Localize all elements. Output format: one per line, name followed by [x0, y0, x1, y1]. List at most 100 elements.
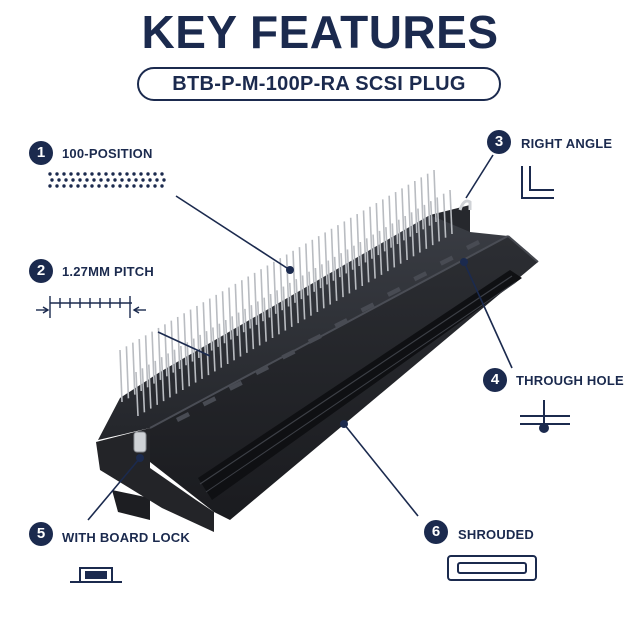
feature-4-badge: 4	[483, 368, 507, 392]
grid-dot	[90, 172, 94, 176]
grid-dot	[85, 178, 89, 182]
grid-dot	[50, 178, 54, 182]
grid-dot	[118, 172, 122, 176]
contact-pin	[324, 232, 328, 285]
grid-dot	[90, 184, 94, 188]
grid-dot	[120, 178, 124, 182]
contact-pins	[119, 169, 453, 417]
grid-dot	[146, 172, 150, 176]
contact-pin	[148, 364, 152, 409]
grid-dot	[62, 184, 66, 188]
right-angle-icon	[521, 166, 554, 199]
contact-pin	[401, 188, 405, 241]
contact-pin	[362, 210, 367, 263]
contact-pin	[404, 215, 408, 261]
contact-pin	[215, 294, 219, 347]
contact-pin	[244, 308, 248, 353]
feature-4-label: THROUGH HOLE	[516, 373, 624, 388]
grid-dot	[97, 184, 101, 188]
feature-3-label: RIGHT ANGLE	[521, 136, 613, 151]
contact-pin	[356, 214, 360, 267]
contact-pin	[234, 283, 239, 336]
grid-dot	[132, 184, 136, 188]
contact-pin	[253, 272, 258, 325]
grid-dot	[160, 184, 164, 188]
contact-pin	[321, 264, 325, 309]
grid-dot	[83, 172, 87, 176]
feature-6-label: SHROUDED	[458, 527, 534, 542]
grid-dot	[69, 184, 73, 188]
grid-dot	[146, 184, 150, 188]
contact-pin	[410, 212, 415, 257]
board-lock-clip	[133, 431, 147, 453]
latch-bump	[466, 240, 480, 250]
latch-bump	[176, 412, 190, 422]
contact-pin	[378, 230, 383, 275]
contact-pin	[279, 258, 284, 311]
contact-pin	[340, 253, 344, 298]
contact-pin	[429, 201, 434, 246]
page-title: KEY FEATURES	[141, 6, 499, 58]
contact-pin	[372, 234, 376, 279]
grid-dot	[111, 172, 115, 176]
contact-pin	[125, 346, 130, 399]
grid-dot	[153, 184, 157, 188]
contact-pin	[228, 287, 232, 340]
latch-bump	[228, 380, 243, 391]
contact-pin	[288, 282, 293, 327]
feature-5-badge: 5	[29, 522, 53, 546]
grid-dot	[106, 178, 110, 182]
grid-dot	[125, 184, 129, 188]
contact-pin	[205, 331, 210, 376]
contact-pin	[186, 342, 191, 387]
contact-pin	[426, 173, 431, 226]
contact-pin	[397, 219, 402, 264]
grid-dot	[76, 172, 80, 176]
contact-pin	[394, 192, 399, 245]
grid-dot	[78, 178, 82, 182]
grid-dot	[139, 172, 143, 176]
contact-pin	[176, 316, 181, 369]
contact-pin	[337, 225, 341, 278]
contact-pin	[266, 265, 271, 318]
contact-pin	[132, 342, 136, 395]
contact-pin	[391, 223, 396, 268]
contact-pin	[317, 236, 322, 289]
through-hole-icon	[520, 400, 570, 433]
grid-dot	[71, 178, 75, 182]
latch-bump	[439, 255, 454, 266]
contact-pin	[327, 260, 332, 305]
contact-pin	[151, 331, 155, 384]
contact-pin	[144, 335, 149, 388]
contact-pin	[442, 193, 447, 238]
grid-dot	[48, 172, 52, 176]
feature-2-label: 1.27MM PITCH	[62, 264, 154, 279]
contact-pin	[305, 243, 309, 296]
contact-pin	[295, 279, 300, 324]
contact-pin	[154, 360, 159, 405]
contact-pin	[199, 334, 203, 379]
contact-pin	[260, 269, 264, 322]
grid-dot	[55, 172, 59, 176]
grid-dot	[141, 178, 145, 182]
grid-dot	[125, 172, 129, 176]
latch-bump	[386, 286, 401, 297]
feature-6-badge: 6	[424, 520, 448, 544]
contact-pin	[346, 249, 351, 294]
feature-2-badge: 2	[29, 259, 53, 283]
product-name-pill: BTB-P-M-100P-RA SCSI PLUG	[137, 67, 501, 101]
contact-pin	[388, 195, 392, 248]
grid-dot	[155, 178, 159, 182]
grid-dot	[62, 172, 66, 176]
contact-pin	[208, 298, 213, 351]
contact-pin	[164, 324, 168, 377]
contact-pin	[167, 353, 171, 398]
contact-pin	[183, 313, 187, 366]
contact-pin	[135, 371, 139, 417]
contact-pin	[276, 290, 280, 335]
grid-dot	[104, 172, 108, 176]
contact-pin	[269, 293, 274, 339]
contact-pin	[189, 309, 194, 362]
contact-pin	[413, 180, 418, 234]
